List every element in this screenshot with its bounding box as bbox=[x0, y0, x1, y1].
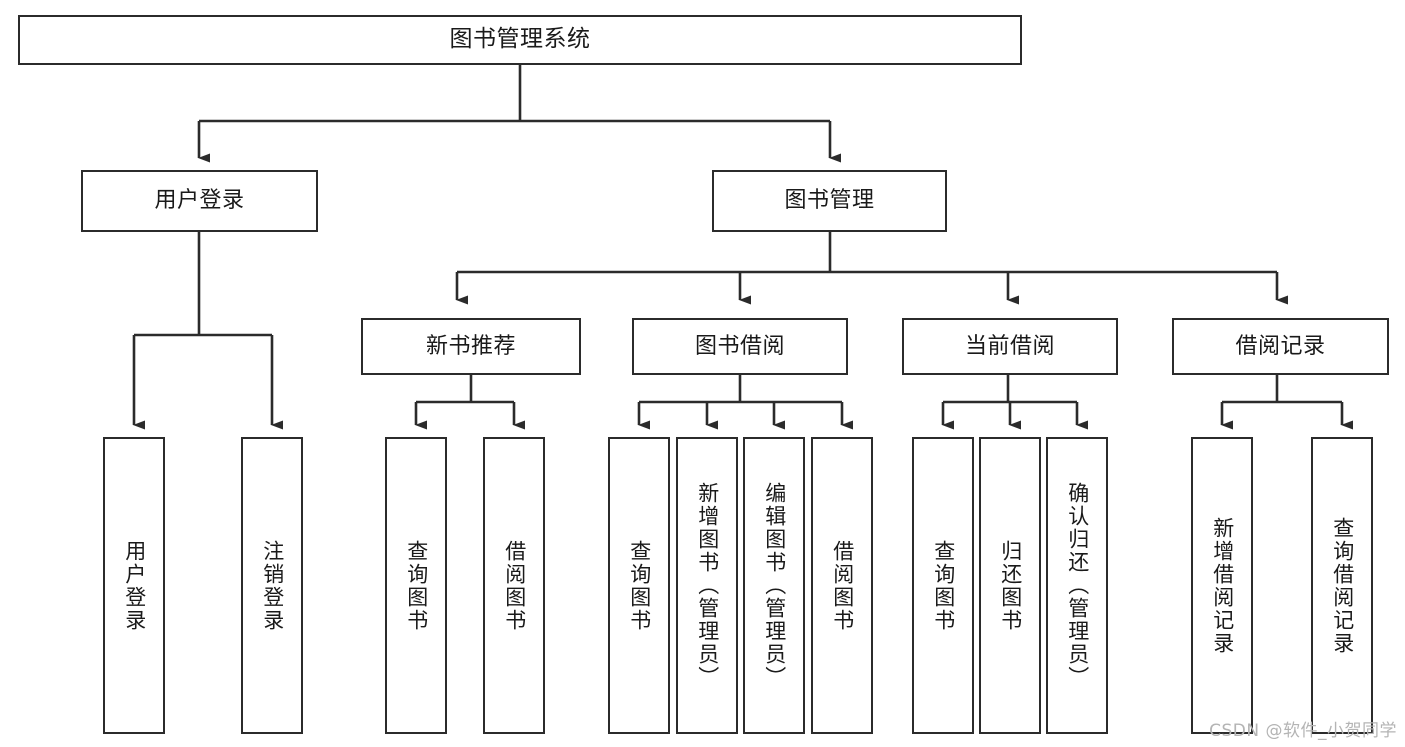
node-leaf-query-book-recommend[interactable]: 查询图书 bbox=[385, 437, 447, 734]
node-label: 图书管理系统 bbox=[449, 26, 591, 53]
node-leaf-query-borrow-record[interactable]: 查询借阅记录 bbox=[1311, 437, 1373, 734]
node-label: 图书管理 bbox=[784, 188, 875, 214]
node-leaf-borrow-book-recommend[interactable]: 借阅图书 bbox=[483, 437, 545, 734]
node-leaf-logout[interactable]: 注销登录 bbox=[241, 437, 303, 734]
node-label: 借阅记录 bbox=[1235, 333, 1326, 359]
node-label: 借阅图书 bbox=[502, 539, 527, 632]
node-label: 用户登录 bbox=[122, 539, 147, 632]
node-label: 新增图书（管理员） bbox=[695, 482, 720, 689]
node-label: 图书借阅 bbox=[694, 333, 785, 359]
node-label: 查询图书 bbox=[931, 539, 956, 632]
node-label: 新增借阅记录 bbox=[1210, 516, 1235, 655]
node-leaf-query-book-borrow[interactable]: 查询图书 bbox=[608, 437, 670, 734]
node-leaf-confirm-return-admin[interactable]: 确认归还（管理员） bbox=[1046, 437, 1108, 734]
node-label: 借阅图书 bbox=[830, 539, 855, 632]
node-leaf-return-book[interactable]: 归还图书 bbox=[979, 437, 1041, 734]
node-leaf-user-login[interactable]: 用户登录 bbox=[103, 437, 165, 734]
node-label: 查询图书 bbox=[627, 539, 652, 632]
node-leaf-edit-book-admin[interactable]: 编辑图书（管理员） bbox=[743, 437, 805, 734]
node-leaf-add-borrow-record[interactable]: 新增借阅记录 bbox=[1191, 437, 1253, 734]
node-root-system[interactable]: 图书管理系统 bbox=[18, 15, 1022, 65]
node-label: 注销登录 bbox=[260, 539, 285, 632]
node-label: 查询借阅记录 bbox=[1330, 516, 1355, 655]
node-book-borrow[interactable]: 图书借阅 bbox=[632, 318, 848, 375]
node-book-management[interactable]: 图书管理 bbox=[712, 170, 947, 232]
node-label: 归还图书 bbox=[998, 539, 1023, 632]
node-label: 用户登录 bbox=[154, 188, 245, 214]
node-borrow-record[interactable]: 借阅记录 bbox=[1172, 318, 1389, 375]
node-label: 新书推荐 bbox=[425, 333, 516, 359]
node-label: 确认归还（管理员） bbox=[1065, 482, 1090, 689]
node-leaf-add-book-admin[interactable]: 新增图书（管理员） bbox=[676, 437, 738, 734]
node-leaf-borrow-book[interactable]: 借阅图书 bbox=[811, 437, 873, 734]
node-label: 编辑图书（管理员） bbox=[762, 482, 787, 689]
node-user-login[interactable]: 用户登录 bbox=[81, 170, 318, 232]
node-new-book-recommend[interactable]: 新书推荐 bbox=[361, 318, 581, 375]
node-leaf-query-book-current[interactable]: 查询图书 bbox=[912, 437, 974, 734]
node-label: 查询图书 bbox=[404, 539, 429, 632]
node-current-borrow[interactable]: 当前借阅 bbox=[902, 318, 1118, 375]
node-label: 当前借阅 bbox=[964, 333, 1055, 359]
